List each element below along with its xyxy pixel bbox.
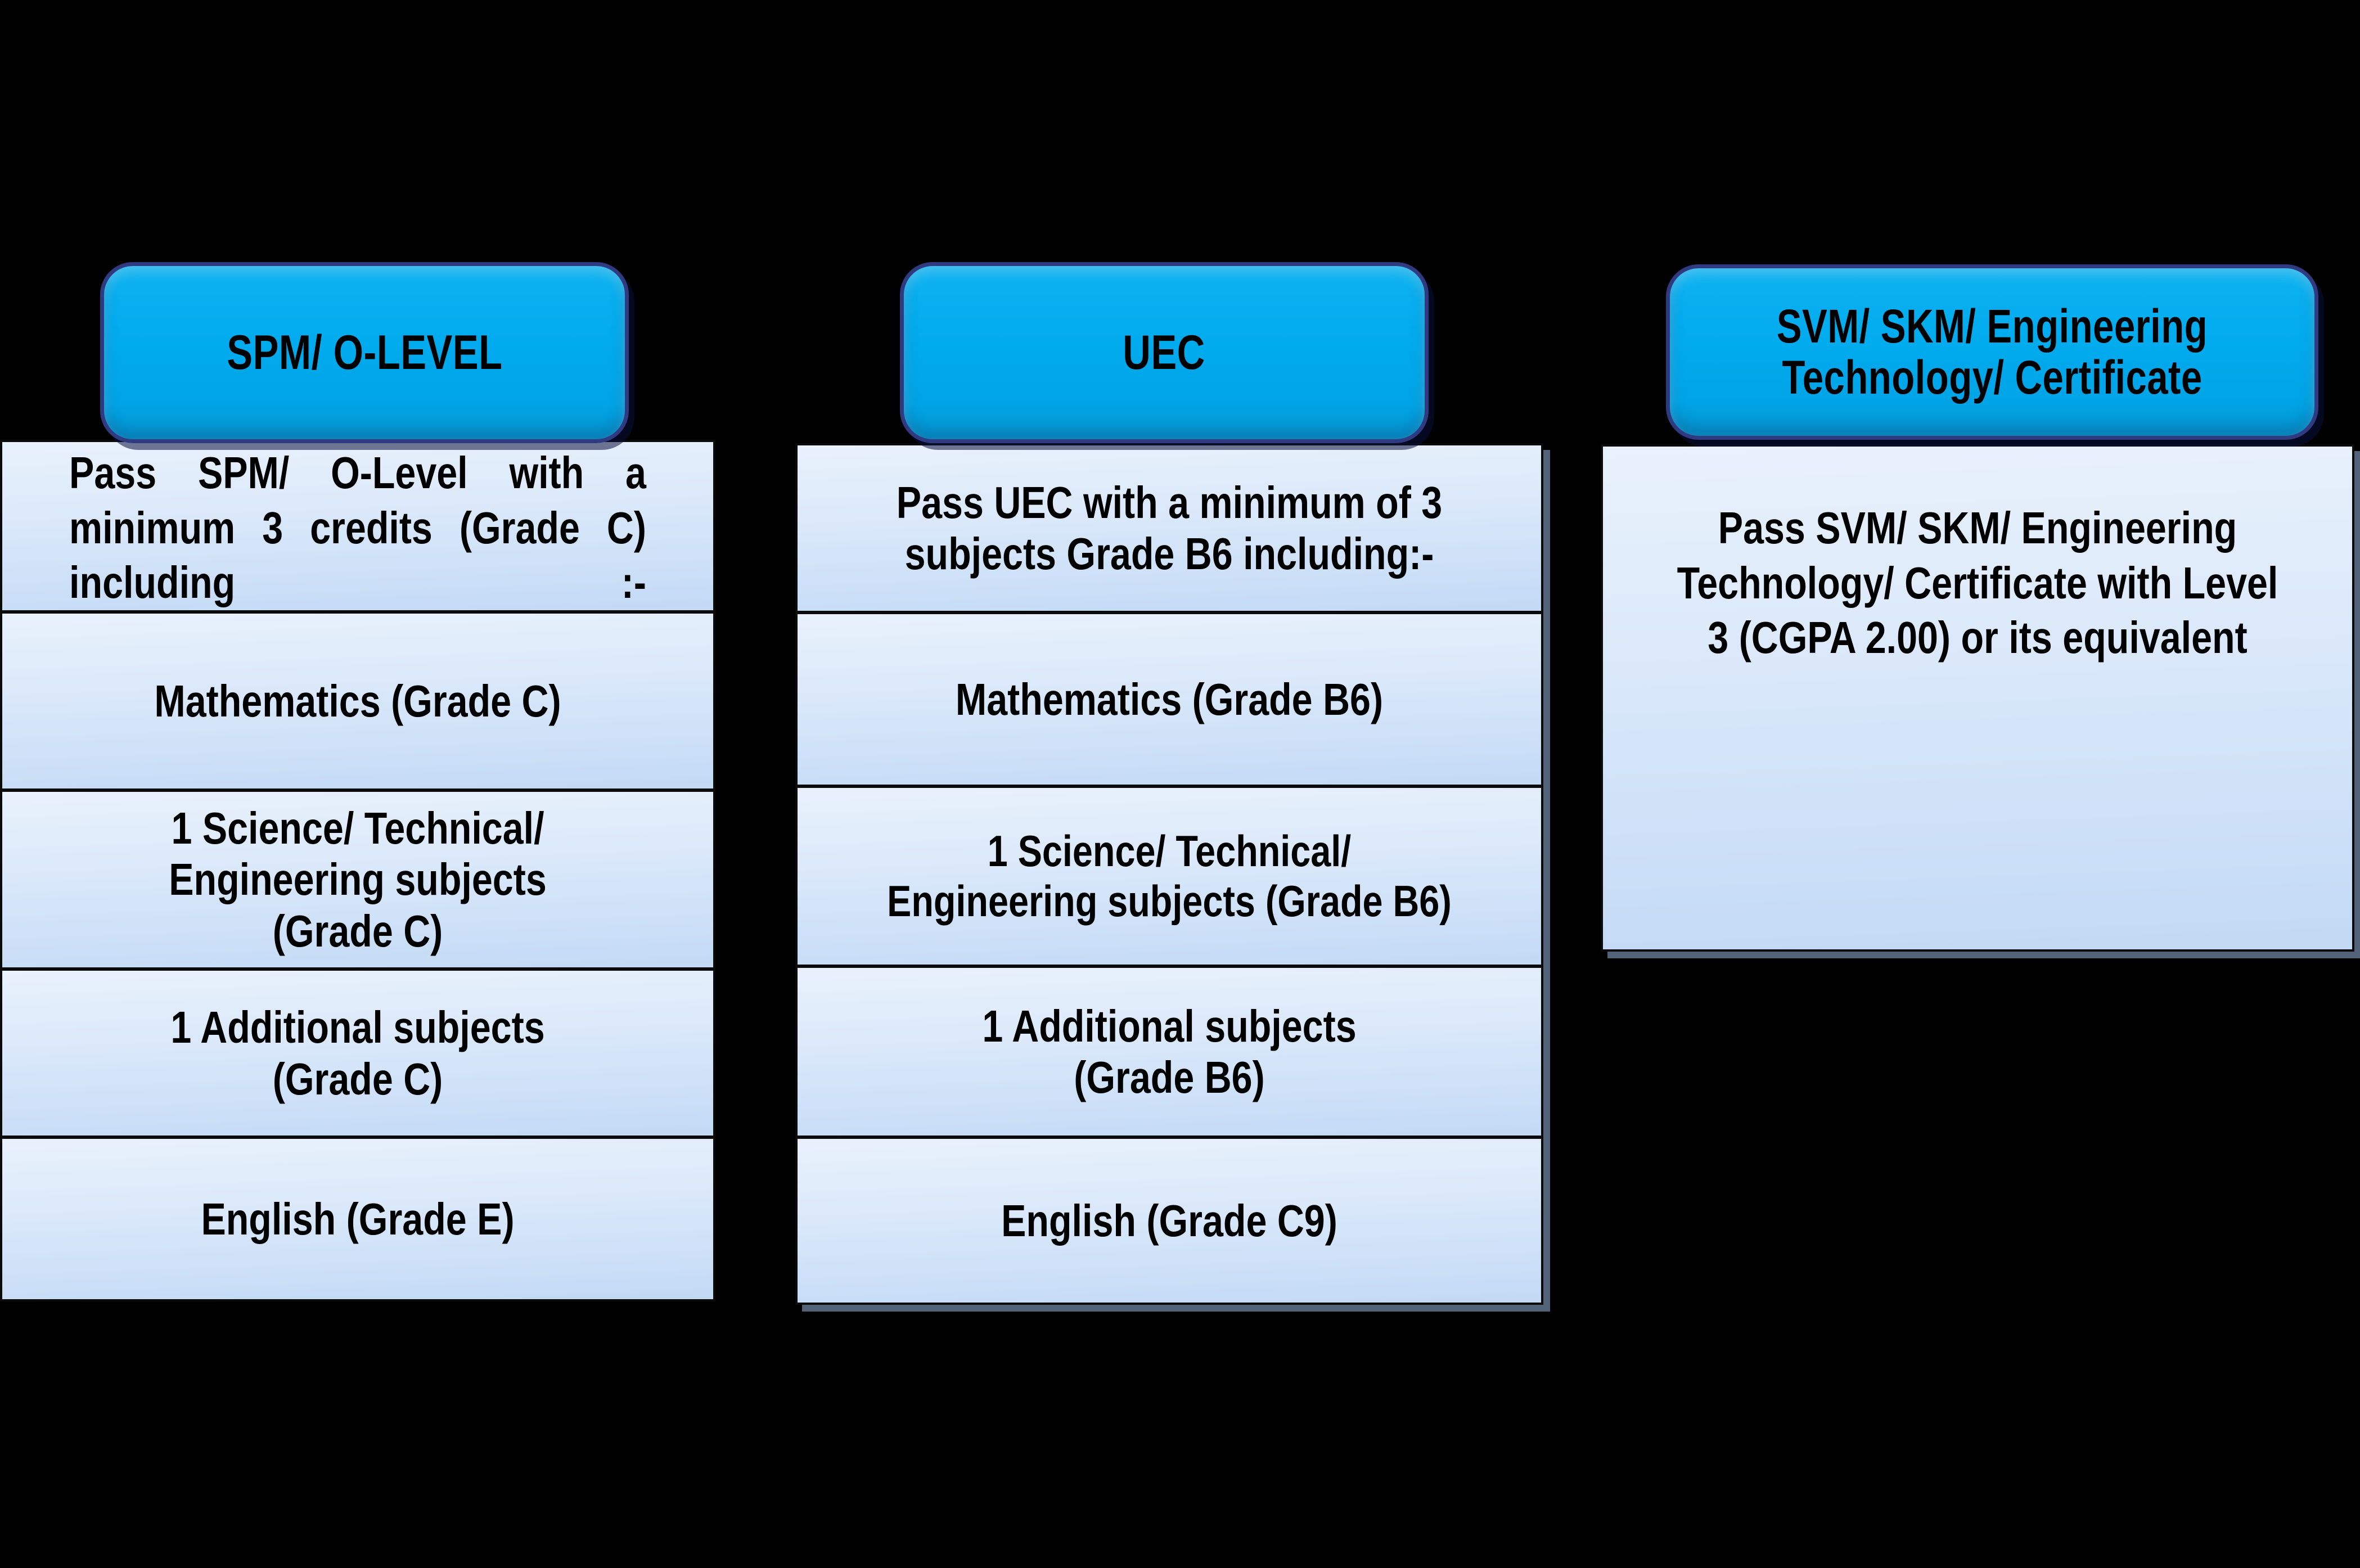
cell-text-spm-2: 1 Science/ Technical/ Engineering subjec… bbox=[169, 803, 547, 956]
header-pill-svm[interactable]: SVM/ SKM/ Engineering Technology/ Certif… bbox=[1666, 264, 2318, 440]
table-row: Mathematics (Grade B6) bbox=[798, 614, 1541, 788]
table-row: 1 Science/ Technical/ Engineering subjec… bbox=[798, 788, 1541, 968]
table-row: Pass SPM/ O-Level with a minimum 3 credi… bbox=[2, 442, 713, 614]
table-row: English (Grade C9) bbox=[798, 1139, 1541, 1303]
header-pill-uec-label: UEC bbox=[1123, 325, 1206, 380]
cell-text-uec-0: Pass UEC with a minimum of 3 subjects Gr… bbox=[896, 477, 1443, 579]
header-pill-uec[interactable]: UEC bbox=[900, 262, 1429, 443]
header-pill-spm[interactable]: SPM/ O-LEVEL bbox=[100, 262, 629, 443]
cell-text-spm-3: 1 Additional subjects (Grade C) bbox=[170, 1002, 545, 1104]
cell-text-uec-4: English (Grade C9) bbox=[1001, 1196, 1337, 1246]
table-row: 1 Science/ Technical/ Engineering subjec… bbox=[2, 792, 713, 971]
requirements-table-spm: Pass SPM/ O-Level with a minimum 3 credi… bbox=[0, 440, 715, 1301]
requirements-table-uec: Pass UEC with a minimum of 3 subjects Gr… bbox=[795, 443, 1543, 1305]
header-pill-spm-label: SPM/ O-LEVEL bbox=[226, 325, 503, 380]
cell-text-spm-4: English (Grade E) bbox=[201, 1194, 515, 1245]
table-row: English (Grade E) bbox=[2, 1139, 713, 1299]
cell-text-uec-3: 1 Additional subjects (Grade B6) bbox=[982, 1001, 1357, 1103]
header-pill-svm-label: SVM/ SKM/ Engineering Technology/ Certif… bbox=[1776, 300, 2208, 404]
cell-text-svm-0: Pass SVM/ SKM/ Engineering Technology/ C… bbox=[1677, 503, 2278, 663]
table-row: 1 Additional subjects (Grade B6) bbox=[798, 967, 1541, 1139]
table-row: 1 Additional subjects (Grade C) bbox=[2, 970, 713, 1139]
cell-text-spm-1: Mathematics (Grade C) bbox=[154, 675, 561, 726]
table-row: Mathematics (Grade C) bbox=[2, 613, 713, 792]
table-row: Pass UEC with a minimum of 3 subjects Gr… bbox=[798, 445, 1541, 614]
table-row: Pass SVM/ SKM/ Engineering Technology/ C… bbox=[1603, 447, 2352, 949]
requirements-table-svm: Pass SVM/ SKM/ Engineering Technology/ C… bbox=[1601, 444, 2354, 952]
cell-text-uec-1: Mathematics (Grade B6) bbox=[955, 674, 1384, 724]
cell-text-uec-2: 1 Science/ Technical/ Engineering subjec… bbox=[887, 826, 1452, 926]
cell-text-spm-0: Pass SPM/ O-Level with a minimum 3 credi… bbox=[69, 448, 646, 608]
